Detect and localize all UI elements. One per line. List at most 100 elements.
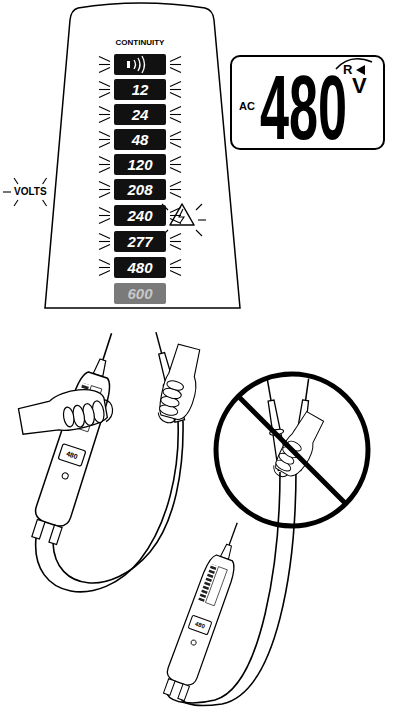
glow-ray xyxy=(99,89,110,90)
glow-ray xyxy=(99,189,110,190)
glow-ray xyxy=(170,68,181,73)
glow-ray xyxy=(170,89,181,90)
glow-ray xyxy=(99,182,110,187)
voltage-value: 120 xyxy=(127,157,152,172)
glow-ray xyxy=(99,168,110,173)
glow-ray xyxy=(99,245,110,250)
hand xyxy=(269,410,329,485)
glow-ray xyxy=(196,230,202,236)
glow-ray xyxy=(99,241,110,242)
glow-ray xyxy=(99,193,110,198)
voltage-led: 600 xyxy=(114,283,166,304)
glow-ray xyxy=(170,139,181,140)
glow-ray xyxy=(196,204,202,210)
glow-ray xyxy=(170,182,181,187)
glow-ray xyxy=(170,64,181,65)
glow-ray xyxy=(43,178,47,184)
glow-ray xyxy=(170,118,181,123)
glow-ray xyxy=(170,219,181,224)
glow-ray xyxy=(198,219,206,220)
glow-ray xyxy=(99,219,110,224)
glow-ray xyxy=(99,208,110,213)
glow-ray xyxy=(99,68,110,73)
voltage-value: 277 xyxy=(127,234,152,249)
drawing-part xyxy=(114,54,166,75)
glow-ray xyxy=(170,114,181,115)
glow-ray xyxy=(99,234,110,239)
voltage-led: 240 xyxy=(114,205,166,226)
drawing-part xyxy=(170,204,194,225)
glow-ray xyxy=(99,114,110,115)
glow-ray xyxy=(99,157,110,162)
voltage-led: 277 xyxy=(114,231,166,252)
lcd-reading: 480 xyxy=(260,63,347,153)
volts-label: VOLTS xyxy=(14,187,47,197)
glow-ray xyxy=(170,132,181,137)
glow-ray xyxy=(170,164,181,165)
drawing-part xyxy=(216,374,368,526)
glow-ray xyxy=(170,93,181,98)
glow-ray xyxy=(170,245,181,250)
glow-ray xyxy=(99,164,110,165)
voltage-value: 48 xyxy=(132,132,149,147)
voltage-value: 208 xyxy=(127,182,152,197)
glow-ray xyxy=(170,107,181,112)
unit-label: V xyxy=(352,75,367,97)
hand xyxy=(17,384,115,438)
hand xyxy=(155,343,207,427)
scale-heading: CONTINUITY xyxy=(116,39,165,47)
voltage-led: 48 xyxy=(114,129,166,150)
glow-ray xyxy=(99,215,110,216)
glow-ray xyxy=(99,271,110,276)
glow-ray xyxy=(99,82,110,87)
glow-ray xyxy=(99,57,110,62)
glow-ray xyxy=(170,215,181,216)
glow-ray xyxy=(99,139,110,140)
glow-ray xyxy=(170,189,181,190)
drawing-part xyxy=(238,396,346,504)
warning-triangle xyxy=(170,204,194,225)
glow-ray xyxy=(14,200,18,206)
glow-ray xyxy=(170,267,181,268)
glow-ray xyxy=(99,132,110,137)
glow-ray xyxy=(170,208,181,213)
voltage-led: 208 xyxy=(114,179,166,200)
drawing-part xyxy=(134,56,145,73)
voltage-led: 480 xyxy=(114,257,166,278)
glow-ray xyxy=(99,260,110,265)
glow-ray xyxy=(170,57,181,62)
voltage-tester xyxy=(159,518,251,703)
range-indicator: R xyxy=(343,63,352,76)
glow-ray xyxy=(99,93,110,98)
glow-ray xyxy=(170,271,181,276)
glow-ray xyxy=(14,178,18,184)
ac-indicator: AC xyxy=(239,101,255,112)
voltage-value: 480 xyxy=(127,260,152,275)
glow-rays xyxy=(3,57,206,276)
lcd-display: AC 480VR xyxy=(230,55,385,150)
glow-ray xyxy=(170,193,181,198)
voltage-led: 24 xyxy=(114,104,166,125)
glow-ray xyxy=(170,241,181,242)
glow-ray xyxy=(99,64,110,65)
voltage-led: 12 xyxy=(114,79,166,100)
glow-ray xyxy=(170,82,181,87)
drawing-part xyxy=(127,61,130,68)
voltage-tester xyxy=(27,328,129,546)
range-arrow-head xyxy=(356,65,365,75)
voltage-value: 240 xyxy=(127,208,152,223)
glow-ray xyxy=(99,143,110,148)
panel-outline xyxy=(45,3,240,308)
glow-ray xyxy=(170,234,181,239)
glow-ray xyxy=(99,107,110,112)
voltage-led: 120 xyxy=(114,154,166,175)
prohibition-sign xyxy=(216,374,368,526)
continuity-indicator xyxy=(114,54,166,75)
glow-ray xyxy=(99,267,110,268)
glow-ray xyxy=(170,260,181,265)
voltage-value: 24 xyxy=(132,107,149,122)
glow-ray xyxy=(3,191,11,192)
glow-ray xyxy=(170,143,181,148)
glow-ray xyxy=(43,200,47,206)
